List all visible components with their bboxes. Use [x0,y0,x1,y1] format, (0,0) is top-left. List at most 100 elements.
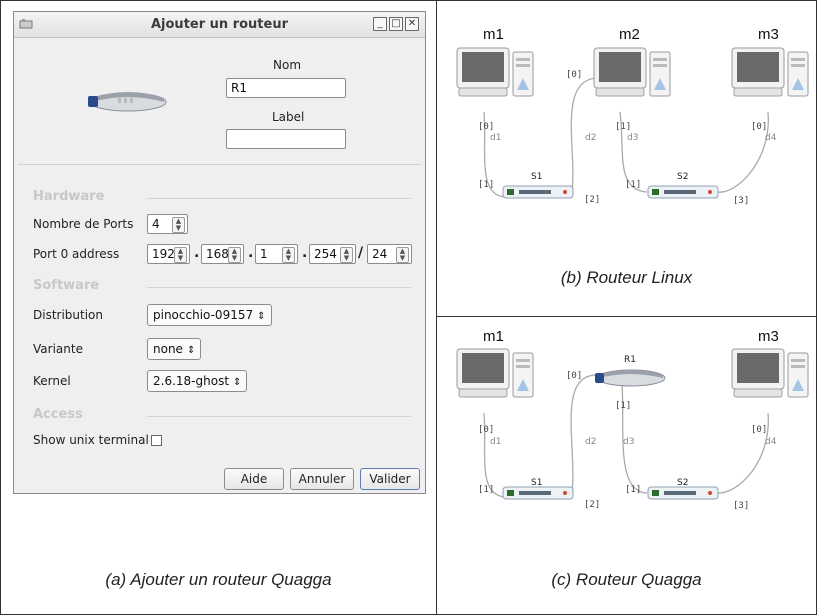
machine-m3-label: m3 [758,26,779,43]
octet4-value: 254 [314,247,337,261]
switch-s1-label: S1 [531,172,543,182]
octet3-stepper[interactable]: 1 ▲▼ [255,244,298,264]
spin-arrows-icon[interactable]: ▲▼ [172,217,185,233]
access-section: Access [33,407,83,422]
port-m1: [0] [478,425,495,435]
router-r1-label: R1 [624,355,636,365]
machine-m3-label: m3 [758,328,779,345]
variante-label: Variante [33,342,83,356]
add-router-dialog: Ajouter un routeur _ □ ✕ Nom R1 Label Ha… [13,11,426,494]
maximize-button[interactable]: □ [389,17,403,31]
port-m2-left: [0] [566,70,583,80]
octet2-stepper[interactable]: 168 ▲▼ [201,244,244,264]
octet1-stepper[interactable]: 192 ▲▼ [147,244,190,264]
router-r1-icon [595,369,666,387]
port-m3: [0] [751,425,768,435]
nom-label: Nom [273,58,302,72]
prefix-slash: / [358,245,364,261]
cable-d1-label: d1 [490,437,502,447]
cable-d2 [570,77,598,193]
updown-icon: ⇕ [233,377,242,388]
machine-m1-icon [456,348,534,398]
switch-s1-icon [502,486,574,500]
separator [147,287,411,288]
kernel-value: 2.6.18-ghost [153,374,230,388]
distribution-select[interactable]: pinocchio-09157⇕ [147,304,272,326]
machine-m3-icon [731,47,809,97]
cable-d4-label: d4 [765,437,777,447]
switch-s1-label: S1 [531,478,543,488]
machine-m1-label: m1 [483,26,504,43]
machine-m3-icon [731,348,809,398]
cable-d1-label: d1 [490,133,502,143]
spin-arrows-icon[interactable]: ▲▼ [396,247,409,263]
port-m1: [0] [478,122,495,132]
label-input[interactable] [226,129,346,149]
panel-divider [436,316,817,317]
cable-d3-label: d3 [627,133,639,143]
octet3-value: 1 [260,247,268,261]
variante-select[interactable]: none⇕ [147,338,202,360]
prefix-stepper[interactable]: 24 ▲▼ [367,244,412,264]
dialog-title: Ajouter un routeur [150,17,288,32]
prefix-value: 24 [372,247,388,261]
terminal-label: Show unix terminal [33,433,149,447]
cable-d1 [483,111,506,198]
kernel-select[interactable]: 2.6.18-ghost⇕ [147,370,248,392]
nom-input[interactable]: R1 [226,78,346,98]
caption-c: (c) Routeur Quagga [551,570,702,589]
app-icon [19,19,33,29]
ports-label: Nombre de Ports [33,217,134,231]
terminal-checkbox[interactable] [151,435,162,446]
diagram-c-drawing [456,348,809,500]
spin-arrows-icon[interactable]: ▲▼ [282,247,295,263]
octet1-value: 192 [152,247,175,261]
label-label: Label [272,110,305,124]
cable-d1 [483,412,506,498]
hardware-section: Hardware [33,189,105,204]
updown-icon: ⇕ [186,345,196,356]
caption-a: (a) Ajouter un routeur Quagga [105,570,332,589]
cable-d3-label: d3 [623,437,635,447]
cable-d2-label: d2 [585,437,597,447]
octet-dot: . [302,245,308,261]
switch-s2-label: S2 [677,172,689,182]
port-m3: [0] [751,122,768,132]
distribution-label: Distribution [33,308,104,322]
machine-m2-label: m2 [619,26,640,43]
port-s1-right: [2] [584,500,601,510]
cable-d3 [619,111,648,193]
variante-value: none [153,342,183,356]
minimize-button[interactable]: _ [373,17,387,31]
separator [147,416,411,417]
port-s1-left: [1] [478,180,495,190]
cable-d4 [716,412,769,494]
cancel-button[interactable]: Annuler [290,468,354,490]
cable-d2-label: d2 [585,133,597,143]
ports-stepper[interactable]: 4 ▲▼ [147,214,188,234]
close-button[interactable]: ✕ [405,17,419,31]
validate-button[interactable]: Valider [360,468,420,490]
octet-dot: . [248,245,254,261]
machine-m1-label: m1 [483,328,504,345]
octet4-stepper[interactable]: 254 ▲▼ [309,244,356,264]
ports-value: 4 [152,217,160,231]
switch-s2-label: S2 [677,478,689,488]
separator [18,164,421,165]
cable-d4 [716,111,769,193]
distribution-value: pinocchio-09157 [153,308,254,322]
spin-arrows-icon[interactable]: ▲▼ [228,247,241,263]
octet2-value: 168 [206,247,229,261]
port-s1-left: [1] [478,485,495,495]
help-button[interactable]: Aide [224,468,284,490]
port-s1-right: [2] [584,195,601,205]
machine-m2-icon [593,47,671,97]
spin-arrows-icon[interactable]: ▲▼ [174,247,187,263]
port-s2-left: [1] [625,485,642,495]
address-label: Port 0 address [33,247,120,261]
kernel-label: Kernel [33,374,71,388]
cable-d4-label: d4 [765,133,777,143]
port-r1-bottom: [1] [615,401,632,411]
spin-arrows-icon[interactable]: ▲▼ [340,247,353,263]
cable-d3 [621,382,648,494]
